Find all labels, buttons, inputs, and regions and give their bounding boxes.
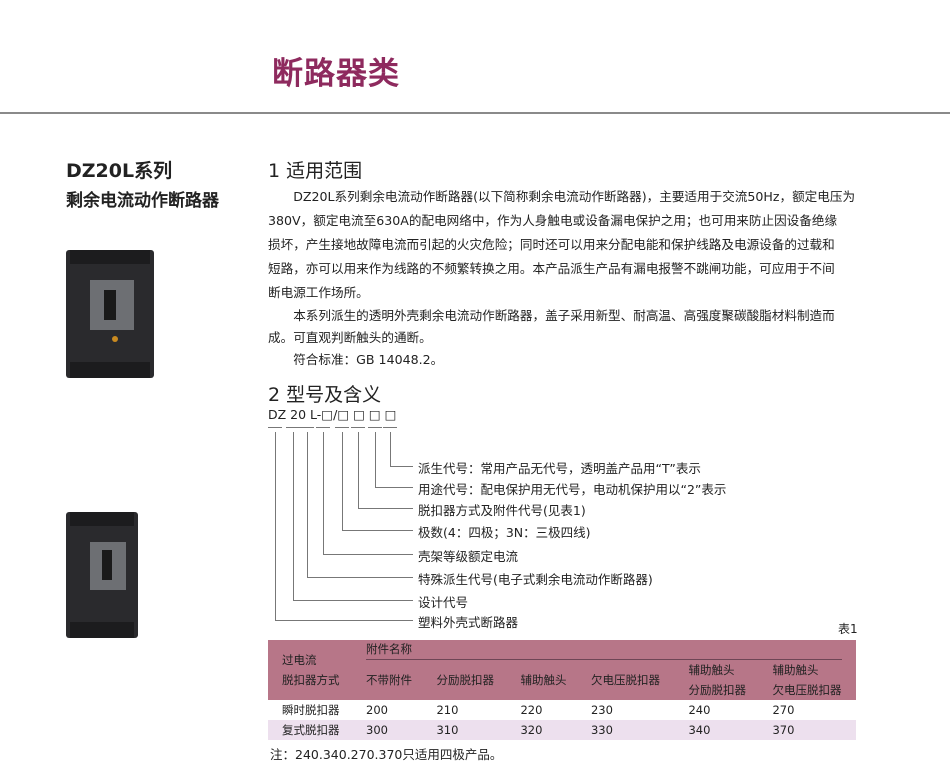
code-label: 极数(4：四极；3N：三极四线) — [418, 525, 591, 540]
connector-line — [307, 577, 413, 578]
breaker-image-3pole — [66, 512, 138, 638]
model-code: DZ 20 L-□/□ □ □ □ — [268, 407, 397, 422]
column-header: 不带附件 — [366, 673, 412, 687]
code-underline — [268, 427, 282, 428]
column-header: 辅助触头 — [688, 663, 735, 677]
column-header: 辅助触头 — [520, 673, 567, 687]
row-header: 脱扣器方式 — [282, 673, 340, 687]
accessory-table: 过电流脱扣器方式 附件名称 辅助触头辅助触头 不带附件 分励脱扣器 辅助触头 欠… — [268, 640, 856, 740]
cell: 200 — [366, 703, 388, 717]
divider — [0, 112, 950, 114]
page-title: 断路器类 — [272, 56, 400, 92]
section1-heading: 1 适用范围 — [268, 160, 363, 182]
connector-line — [375, 432, 376, 487]
connector-line — [390, 432, 391, 466]
column-header: 辅助触头 — [772, 663, 819, 677]
cell: 330 — [590, 723, 613, 737]
column-header: 分励脱扣器 — [688, 683, 746, 697]
group-header: 附件名称 — [366, 641, 842, 660]
connector-line — [293, 600, 413, 601]
table-note: 注：240.340.270.370只适用四极产品。 — [270, 747, 503, 762]
product-name: DZ20L系列 — [66, 160, 173, 182]
code-underline — [335, 427, 349, 428]
cell: 270 — [772, 703, 795, 717]
cell: 370 — [772, 723, 795, 737]
row-name: 复式脱扣器 — [282, 723, 340, 737]
column-header: 分励脱扣器 — [436, 673, 494, 687]
code-label: 脱扣器方式及附件代号(见表1) — [418, 503, 586, 518]
connector-line — [275, 620, 413, 621]
text-line: 成。可直观判断触头的通断。 — [268, 330, 432, 345]
connector-line — [342, 432, 343, 530]
code-underline — [383, 427, 397, 428]
code-underline — [300, 427, 314, 428]
cell: 240 — [688, 703, 711, 717]
code-label: 塑料外壳式断路器 — [418, 615, 519, 630]
cell: 320 — [520, 723, 543, 737]
cell: 300 — [366, 723, 388, 737]
breaker-image-4pole — [66, 250, 154, 378]
cell: 310 — [436, 723, 459, 737]
table-header-row: 过电流脱扣器方式 附件名称 — [268, 640, 856, 687]
connector-line — [293, 432, 294, 600]
product-description: 剩余电流动作断路器 — [66, 191, 219, 211]
text-line: 断电源工作场所。 — [268, 285, 369, 300]
connector-line — [342, 530, 413, 531]
code-underline — [351, 427, 365, 428]
connector-line — [358, 508, 413, 509]
table-caption: 表1 — [838, 622, 858, 636]
cell: 220 — [520, 703, 543, 717]
text-line: 符合标准：GB 14048.2。 — [268, 352, 444, 367]
connector-line — [323, 554, 413, 555]
cell: 340 — [688, 723, 711, 737]
connector-line — [323, 432, 324, 554]
text-line: 380V，额定电流至630A的配电网络中，作为人身触电或设备漏电保护之用；也可用… — [268, 213, 838, 228]
connector-line — [390, 466, 413, 467]
text-line: DZ20L系列剩余电流动作断路器(以下简称剩余电流动作断路器)，主要适用于交流5… — [268, 189, 856, 204]
code-label: 壳架等级额定电流 — [418, 549, 519, 564]
table-row: 瞬时脱扣器 200 210 220 230 240 270 — [268, 700, 856, 720]
connector-line — [275, 432, 276, 620]
connector-line — [375, 487, 413, 488]
code-label: 用途代号：配电保护用无代号，电动机保护用以“2”表示 — [418, 482, 727, 497]
text-line: 损坏，产生接地故障电流而引起的火灾危险；同时还可以用来分配电能和保护线路及电源设… — [268, 237, 835, 252]
code-underline — [286, 427, 300, 428]
code-label: 设计代号 — [418, 595, 469, 610]
column-header: 欠电压脱扣器 — [590, 673, 660, 687]
text-line: 本系列派生的透明外壳剩余电流动作断路器，盖子采用新型、耐高温、高强度聚碳酸脂材料… — [268, 308, 835, 323]
connector-line — [307, 432, 308, 577]
text-line: 短路，亦可以用来作为线路的不频繁转换之用。本产品派生产品有漏电报警不跳闸功能，可… — [268, 261, 835, 276]
section2-heading: 2 型号及含义 — [268, 384, 382, 406]
column-header: 欠电压脱扣器 — [772, 683, 842, 697]
row-header: 过电流 — [282, 653, 317, 667]
cell: 210 — [436, 703, 459, 717]
connector-line — [358, 432, 359, 508]
code-underline — [368, 427, 382, 428]
table-row: 复式脱扣器 300 310 320 330 340 370 — [268, 720, 856, 740]
row-name: 瞬时脱扣器 — [282, 703, 340, 717]
code-label: 特殊派生代号(电子式剩余电流动作断路器) — [418, 572, 653, 587]
code-label: 派生代号：常用产品无代号，透明盖产品用“T”表示 — [418, 461, 701, 476]
code-underline — [316, 427, 330, 428]
cell: 230 — [590, 703, 613, 717]
